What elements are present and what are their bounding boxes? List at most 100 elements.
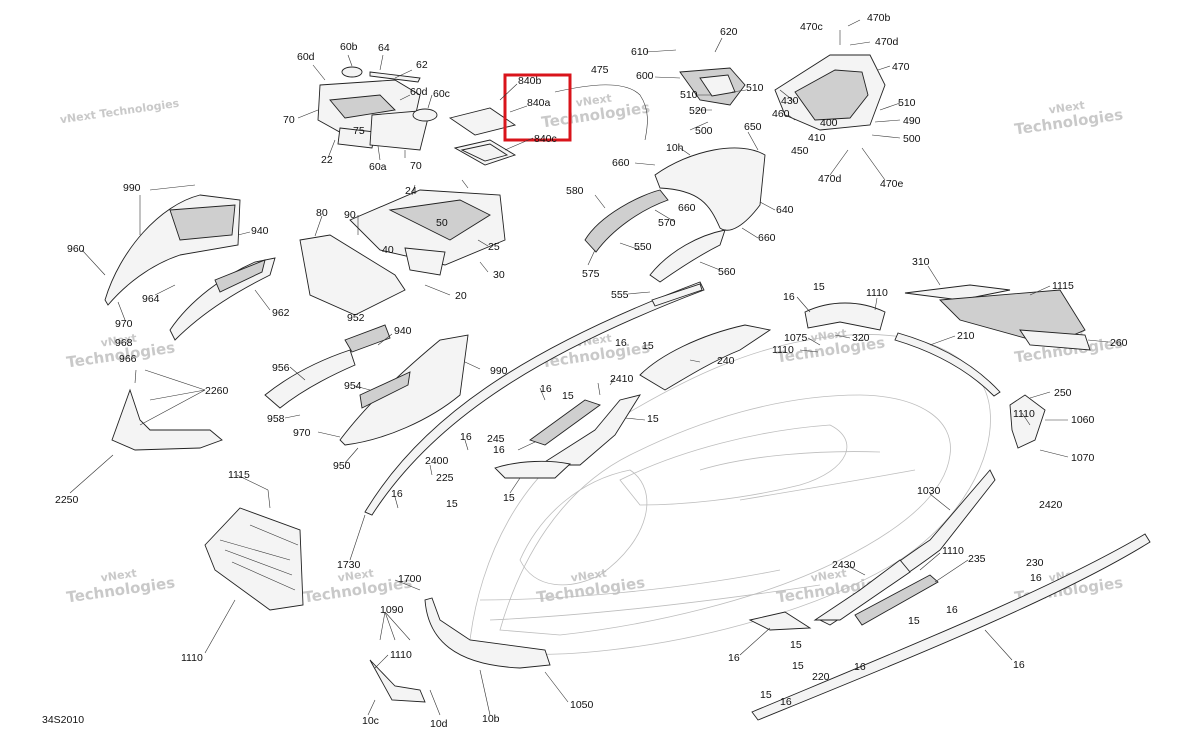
callout-label: 60b xyxy=(340,41,358,53)
handle-1075 xyxy=(804,302,886,331)
callout-label: 660 xyxy=(612,157,630,169)
nose-1030 xyxy=(369,597,551,703)
callout-label: 245 xyxy=(487,433,505,445)
callout-label: 64 xyxy=(378,42,390,54)
callout-label: 16 xyxy=(1013,659,1025,671)
callout-label: 2400 xyxy=(425,455,449,467)
callout-label: 60d xyxy=(410,86,428,98)
side-panel-960 xyxy=(104,194,276,341)
rail-1060 xyxy=(894,332,1001,397)
callout-label: 70 xyxy=(410,160,422,172)
callout-label: 320 xyxy=(852,332,870,344)
callout-label: 555 xyxy=(611,289,629,301)
callout-label: 600 xyxy=(636,70,654,82)
callout-label: 950 xyxy=(333,460,351,472)
callout-label: 16 xyxy=(460,431,472,443)
callout-label: 650 xyxy=(744,121,762,133)
callout-label: 10h xyxy=(666,142,684,154)
watermark-small: vNext Technologies xyxy=(59,97,180,127)
callout-label: 16 xyxy=(493,444,505,456)
callout-label: 16 xyxy=(783,291,795,303)
callout-labels: 60d 60b 64 62 60d 60c 70 75 22 60a 70 84… xyxy=(55,12,1128,730)
callout-label: 60a xyxy=(369,161,387,173)
callout-label: 1115 xyxy=(1052,280,1074,292)
watermark: vNext Technologies xyxy=(65,567,176,607)
callout-label: 70 xyxy=(283,114,295,126)
callout-label: 1110 xyxy=(772,344,794,356)
callout-label: 24 xyxy=(405,185,417,197)
watermark-line1: vNext xyxy=(337,567,375,585)
callout-label: 430 xyxy=(781,95,799,107)
callout-label: 990 xyxy=(123,182,141,194)
callout-label: 1110 xyxy=(181,652,203,664)
cable-475 xyxy=(554,84,648,141)
callout-label: 10b xyxy=(482,713,500,725)
callout-label: 560 xyxy=(718,266,736,278)
parts-group-840 xyxy=(448,107,517,166)
callout-label: 260 xyxy=(1110,337,1128,349)
callout-label: 510 xyxy=(680,89,698,101)
watermark-line1: vNext xyxy=(810,567,848,585)
callout-label: 62 xyxy=(416,59,428,71)
callout-label: 16 xyxy=(615,337,627,349)
side-panel-950 xyxy=(264,324,469,446)
callout-label: 968 xyxy=(115,337,133,349)
callout-label: 15 xyxy=(562,390,574,402)
watermark: vNext Technologies xyxy=(59,97,180,127)
callout-label: 840a xyxy=(527,97,551,109)
callout-label: 1110 xyxy=(866,287,888,299)
callout-label: 60c xyxy=(433,88,450,100)
watermark: vNext Technologies xyxy=(1013,99,1124,139)
callout-label: 1030 xyxy=(917,485,941,497)
watermark-line1: vNext xyxy=(575,92,613,110)
decals-210 xyxy=(904,284,1091,351)
watermark-line1: vNext xyxy=(100,332,138,350)
callout-label: 20 xyxy=(455,290,467,302)
callout-label: 660 xyxy=(758,232,776,244)
callout-label: 16 xyxy=(854,661,866,673)
callout-label: 1075 xyxy=(784,332,808,344)
callout-label: 954 xyxy=(344,380,362,392)
callout-label: 500 xyxy=(903,133,921,145)
callout-label: 16 xyxy=(1030,572,1042,584)
callout-label: 1115 xyxy=(228,469,250,481)
callout-label: 2260 xyxy=(205,385,229,397)
diagram-code: 34S2010 xyxy=(42,714,84,726)
callout-label: 225 xyxy=(436,472,454,484)
callout-label: 16 xyxy=(391,488,403,500)
callout-label: 964 xyxy=(142,293,160,305)
callout-label: 580 xyxy=(566,185,584,197)
callout-label: 10c xyxy=(362,715,379,727)
callout-label: 660 xyxy=(678,202,696,214)
callout-label: 410 xyxy=(808,132,826,144)
callout-label: 570 xyxy=(658,217,676,229)
callout-label: 840c xyxy=(534,133,557,145)
callout-label: 940 xyxy=(394,325,412,337)
callout-label: 15 xyxy=(642,340,654,352)
callout-label: 620 xyxy=(720,26,738,38)
parts-group-600 xyxy=(679,67,746,106)
callout-label: 15 xyxy=(760,689,772,701)
callout-label: 210 xyxy=(957,330,975,342)
callout-label: 475 xyxy=(591,64,609,76)
callout-label: 16 xyxy=(540,383,552,395)
callout-label: 15 xyxy=(446,498,458,510)
callout-label: 970 xyxy=(115,318,133,330)
callout-label: 640 xyxy=(776,204,794,216)
callout-label: 16 xyxy=(946,604,958,616)
parts-group-glovebox xyxy=(317,66,438,151)
callout-label: 470d xyxy=(875,36,899,48)
callout-label: 610 xyxy=(631,46,649,58)
highlight-box xyxy=(503,73,572,142)
callout-label: 30 xyxy=(493,269,505,281)
callout-label: 25 xyxy=(488,241,500,253)
watermark: vNext Technologies xyxy=(540,92,651,132)
watermark-line1: vNext xyxy=(570,567,608,585)
callout-label: 16 xyxy=(728,652,740,664)
callout-label: 940 xyxy=(251,225,269,237)
callout-label: 958 xyxy=(267,413,285,425)
watermark-line1: vNext xyxy=(810,327,848,345)
callout-label: 80 xyxy=(316,207,328,219)
callout-label: 962 xyxy=(272,307,290,319)
callout-label: 460 xyxy=(772,108,790,120)
